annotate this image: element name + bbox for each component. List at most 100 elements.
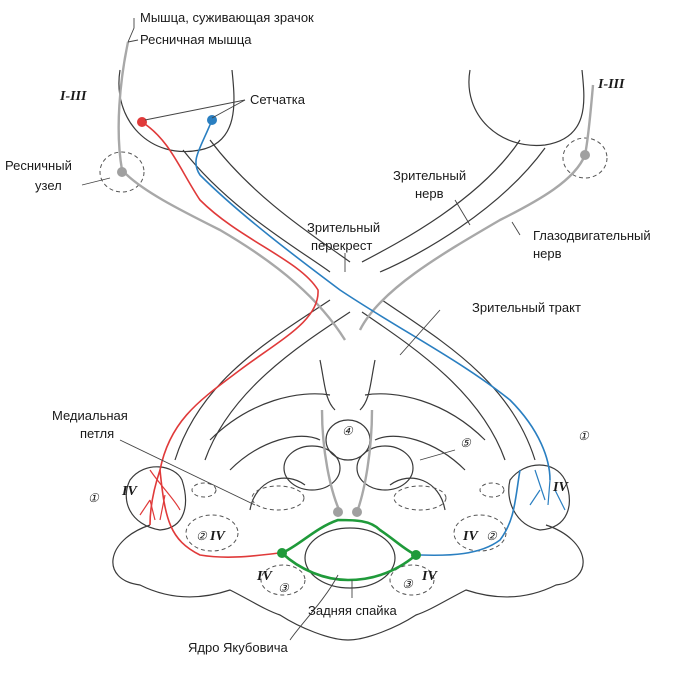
dashed-nucleus-right-low xyxy=(389,564,435,596)
roman-iv-right-1: IV xyxy=(552,480,569,495)
label-optic-nerve-2: нерв xyxy=(415,186,444,201)
blue-terminal-branches xyxy=(529,469,566,511)
label-retina: Сетчатка xyxy=(250,92,306,107)
label-posterior-commissure: Задняя спайка xyxy=(308,603,398,618)
number-2-right: ② xyxy=(486,529,498,543)
gray-left-descending xyxy=(320,409,342,513)
red-to-pretectal xyxy=(159,469,281,558)
number-3-left: ③ xyxy=(278,581,290,595)
leader-oculomotor-nerve xyxy=(511,221,521,236)
green-right-nucleus xyxy=(411,550,421,560)
leader-ciliary-muscle xyxy=(127,39,139,43)
stalk-right xyxy=(359,359,376,411)
dashed-small-right xyxy=(479,482,505,498)
number-2-left: ② xyxy=(196,529,208,543)
label-chiasm-1: Зрительный xyxy=(307,220,380,235)
roman-iv-right-2: IV xyxy=(462,529,479,544)
leader-retina-blue xyxy=(211,99,246,119)
nucleus-right-circle xyxy=(356,445,414,491)
leader-optic-tract xyxy=(399,309,441,356)
left-optic-nerve-outer xyxy=(182,149,331,273)
label-ciliary-ganglion-1: Ресничный xyxy=(5,158,72,173)
label-sphincter: Мышца, суживающая зрачок xyxy=(140,10,314,25)
number-1-right: ① xyxy=(578,429,590,443)
green-upper-arc xyxy=(281,518,417,557)
right-optic-nerve-outer xyxy=(379,147,546,273)
left-eye-outline xyxy=(118,69,235,153)
right-optic-tract-inner xyxy=(361,311,506,461)
label-yakubovich: Ядро Якубовича xyxy=(188,640,289,655)
right-eye-outline xyxy=(468,69,585,147)
roman-left-top: I-III xyxy=(59,89,87,104)
label-chiasm-2: перекрест xyxy=(311,238,372,253)
leader-lines xyxy=(81,18,521,641)
red-pathway xyxy=(137,117,319,558)
blue-retinal-fiber xyxy=(195,119,551,481)
red-terminal-branches xyxy=(139,469,181,521)
left-optic-tract-inner xyxy=(204,311,351,461)
dashed-nucleus-right-mid xyxy=(453,514,507,552)
right-optic-tract-outer xyxy=(381,299,536,461)
edinger-westphal-right-cell xyxy=(352,507,362,517)
leader-optic-nerve xyxy=(454,199,471,226)
number-3-right: ③ xyxy=(402,577,414,591)
edinger-westphal-left-cell xyxy=(333,507,343,517)
right-optic-nerve-inner xyxy=(361,139,521,263)
brainstem-lower-contour xyxy=(112,524,584,641)
label-ciliary-muscle: Ресничная мышца xyxy=(140,32,252,47)
leader-sphincter xyxy=(127,18,135,43)
blue-pathway xyxy=(195,115,566,557)
dashed-nucleus-left-low xyxy=(260,564,306,596)
circled-numbers: ① ① ② ② ③ ③ ④ ⑤ xyxy=(88,424,590,595)
right-geniculate-body xyxy=(508,464,570,531)
leader-medial-lemniscus xyxy=(119,439,256,506)
green-lower-arc xyxy=(281,552,417,582)
text-labels: Мышца, суживающая зрачок Ресничная мышца… xyxy=(5,10,651,655)
gray-neurons xyxy=(117,41,595,517)
eye-outlines xyxy=(118,69,585,153)
dashed-nucleus-left-upper xyxy=(251,485,305,511)
label-ciliary-ganglion-2: узел xyxy=(35,178,62,193)
roman-iv-right-3: IV xyxy=(421,569,438,584)
green-pathway xyxy=(277,518,421,582)
inner-arc-right xyxy=(374,435,466,471)
leader-number-5 xyxy=(419,449,456,461)
central-oval xyxy=(304,527,396,589)
gray-right-descending xyxy=(355,409,374,513)
nucleus-left-circle xyxy=(283,445,341,491)
stalk-left xyxy=(319,359,336,411)
red-retinal-fiber xyxy=(141,121,319,526)
ciliary-ganglion-left xyxy=(99,151,145,193)
leader-yakubovich xyxy=(289,574,339,641)
number-1-left: ① xyxy=(88,491,100,505)
roman-iv-left-2: IV xyxy=(209,529,226,544)
dashed-nucleus-left-mid xyxy=(185,514,239,552)
inner-arc-left xyxy=(229,435,321,471)
left-optic-tract-outer xyxy=(174,299,331,461)
dashed-nucleus-right-upper xyxy=(393,485,447,511)
blue-to-pretectal xyxy=(419,469,521,557)
leader-retina-red xyxy=(144,99,246,121)
roman-iv-left-3: IV xyxy=(256,569,273,584)
left-geniculate-body xyxy=(125,466,187,531)
number-4: ④ xyxy=(342,424,354,438)
red-retina-cell xyxy=(137,117,147,127)
thalamus-left-arc xyxy=(209,393,331,441)
right-ganglion-cell xyxy=(580,150,590,160)
optic-nerves-chiasm xyxy=(174,139,546,461)
left-oculomotor-path xyxy=(117,41,347,341)
thalamus-right-arc xyxy=(364,393,486,441)
green-left-nucleus xyxy=(277,548,287,558)
dashed-small-left xyxy=(191,482,217,498)
left-optic-nerve-inner xyxy=(209,139,351,263)
label-optic-nerve-1: Зрительный xyxy=(393,168,466,183)
label-oculomotor-1: Глазодвигательный xyxy=(533,228,651,243)
crus-right xyxy=(389,477,446,511)
label-optic-tract: Зрительный тракт xyxy=(472,300,581,315)
right-oculomotor-path xyxy=(358,84,595,331)
blue-retina-cell xyxy=(207,115,217,125)
leader-ciliary-ganglion xyxy=(81,177,111,186)
brainstem-outline xyxy=(99,137,608,641)
